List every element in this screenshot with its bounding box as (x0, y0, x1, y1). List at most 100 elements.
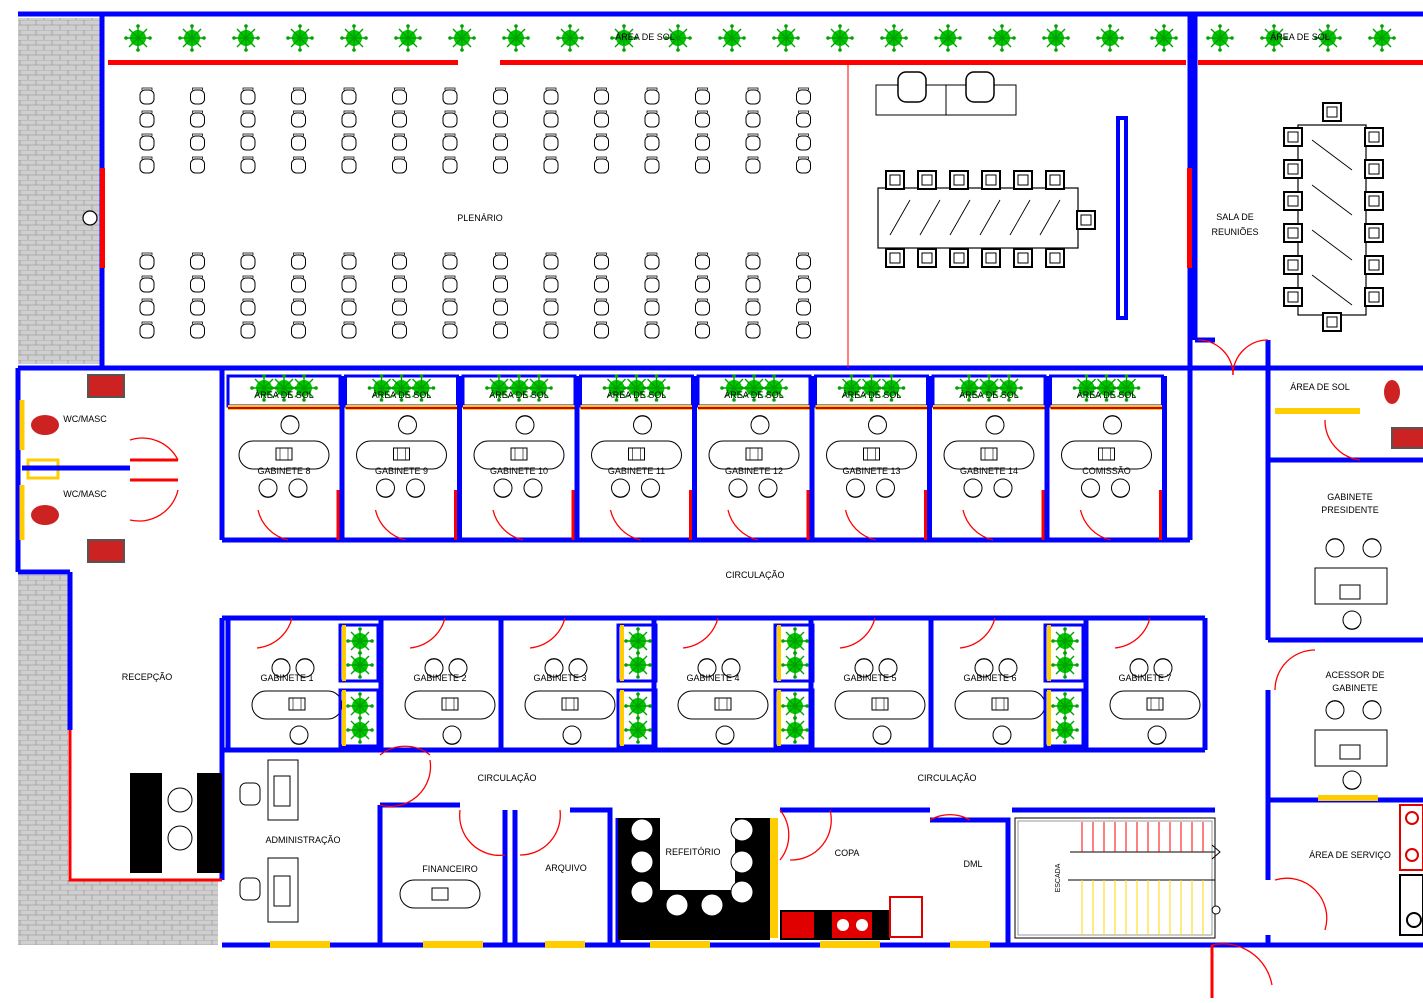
chair-icon (240, 156, 256, 174)
chair-icon (796, 298, 811, 316)
plant-icon (339, 23, 369, 53)
chair-icon (190, 298, 205, 316)
plant-icon (1205, 23, 1235, 53)
label-bottom-gabinete: GABINETE 6 (963, 673, 1016, 683)
label-wc-masc-1: WC/MASC (63, 414, 107, 424)
chair-icon (280, 415, 300, 435)
chair-icon (644, 321, 660, 339)
chair-icon (291, 156, 306, 174)
chair-icon (993, 478, 1013, 498)
chair-icon (594, 87, 609, 105)
chair-icon (190, 133, 205, 151)
window-top-1 (108, 60, 458, 65)
chair-icon (644, 110, 660, 128)
chair-icon (291, 298, 306, 316)
chair-icon (745, 252, 761, 270)
chair-icon (745, 275, 761, 293)
desk-icon (954, 690, 1046, 720)
label-acessor-2: GABINETE (1332, 683, 1378, 693)
chair-icon (594, 298, 609, 316)
plant-icon (345, 650, 375, 680)
chair-icon (139, 298, 155, 316)
chair-icon (1111, 478, 1130, 498)
chair-icon (240, 275, 256, 293)
chair-icon (240, 133, 256, 151)
chair-icon (796, 156, 811, 174)
label-sala-reunioes-2: REUNIÕES (1211, 227, 1258, 237)
label-top-gabinete: GABINETE 11 (608, 466, 665, 476)
chair-icon (917, 248, 937, 268)
chair-icon (139, 275, 155, 293)
label-circulacao-right: CIRCULAÇÃO (917, 773, 976, 783)
column-marker (82, 210, 98, 226)
chair-icon (258, 478, 278, 498)
chair-icon (695, 156, 710, 174)
label-administracao: ADMINISTRAÇÃO (265, 835, 340, 845)
chair-icon (1283, 159, 1303, 179)
chair-icon (341, 87, 357, 105)
plant-icon (1050, 650, 1080, 680)
label-bottom-gabinete: GABINETE 2 (413, 673, 466, 683)
chair-icon (493, 87, 508, 105)
chair-icon (291, 110, 306, 128)
chair-icon (872, 725, 892, 745)
plant-icon (1041, 23, 1071, 53)
chair-icon (644, 133, 660, 151)
chair-icon (442, 87, 458, 105)
lounge-armchairs (875, 71, 1017, 116)
chair-icon (665, 893, 689, 917)
chair-icon (406, 478, 425, 498)
plant-icon (623, 691, 653, 721)
chair-icon (730, 818, 754, 842)
plant-icon (345, 626, 375, 656)
chair-icon (1364, 223, 1384, 243)
chair-icon (1362, 538, 1382, 558)
chair-icon (291, 275, 306, 293)
chair-icon (1013, 170, 1033, 190)
window-top-3 (1198, 60, 1423, 65)
window-top-2 (500, 60, 1186, 65)
label-area-sol-gabinete: ÁREA DE SOL (724, 390, 784, 400)
plant-icon (780, 626, 810, 656)
label-bottom-gabinete: GABINETE 7 (1118, 673, 1171, 683)
label-top-gabinete: COMISSÃO (1082, 466, 1131, 476)
chair-icon (745, 87, 761, 105)
chair-icon (730, 850, 754, 874)
chair-icon (493, 110, 508, 128)
meeting-room-table (1297, 124, 1367, 316)
chair-icon (594, 252, 609, 270)
chair-icon (1364, 159, 1384, 179)
label-recepcao: RECEPÇÃO (122, 672, 173, 682)
chair-icon (796, 275, 811, 293)
label-copa: COPA (835, 848, 860, 858)
chair-icon (1103, 415, 1122, 435)
chair-icon (644, 275, 660, 293)
chair-icon (291, 87, 306, 105)
doors (379, 339, 1361, 998)
plant-icon (623, 626, 653, 656)
chair-icon (240, 87, 256, 105)
label-area-sol-top-right: ÁREA DE SOL (1270, 32, 1330, 42)
plant-icon (285, 23, 315, 53)
label-plenario: PLENÁRIO (457, 213, 503, 223)
chair-icon (190, 156, 205, 174)
chair-icon (1283, 287, 1303, 307)
desk-icon (1061, 440, 1152, 470)
chair-icon (695, 87, 710, 105)
chair-icon (139, 87, 155, 105)
chair-icon (562, 725, 582, 745)
chair-icon (1322, 312, 1342, 332)
plant-icon (623, 650, 653, 680)
wall-screen (1116, 116, 1128, 320)
chair-icon (398, 415, 417, 435)
copa-furniture (780, 807, 1215, 945)
plant-icon (780, 650, 810, 680)
label-bottom-gabinete: GABINETE 3 (533, 673, 586, 683)
chair-icon (630, 880, 654, 904)
administration-furniture (239, 759, 621, 945)
chair-icon (1283, 191, 1303, 211)
bottom-windows (270, 941, 990, 948)
desk-icon (834, 690, 926, 720)
chair-icon (543, 133, 559, 151)
